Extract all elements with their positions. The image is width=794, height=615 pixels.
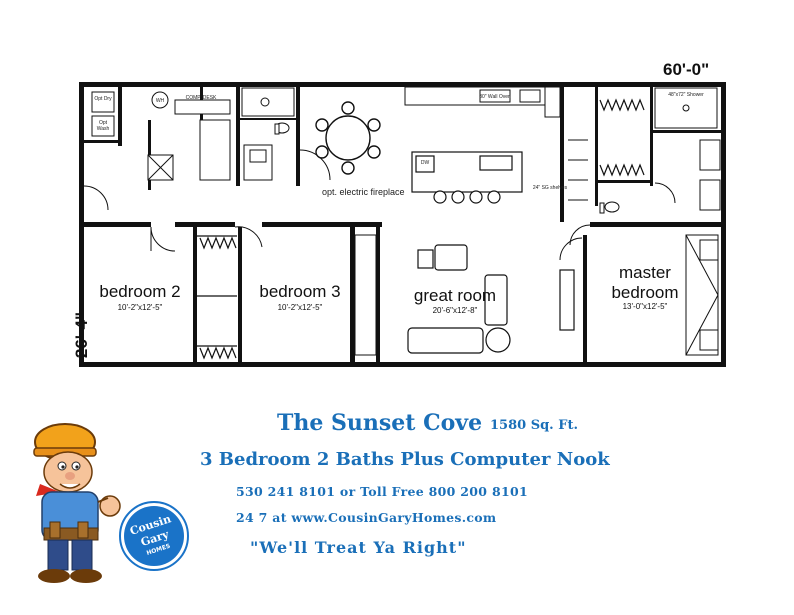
bedroom-3-name: bedroom 3 <box>259 282 341 301</box>
shelves-label: 24" SG shelves <box>532 185 568 191</box>
phone-numbers: 530 241 8101 or Toll Free 800 200 8101 <box>236 484 528 499</box>
home-subtitle: 3 Bedroom 2 Baths Plus Computer Nook <box>200 449 610 470</box>
slogan: "We'll Treat Ya Right" <box>250 538 467 557</box>
floor-plan <box>79 82 726 367</box>
opt-dry-label: Opt Dry <box>94 96 112 102</box>
bedroom-2-name: bedroom 2 <box>99 282 181 301</box>
kitchen-counter <box>404 86 561 118</box>
great-room-furniture <box>407 244 575 354</box>
pantry <box>354 139 588 356</box>
utility-fixtures <box>91 91 231 181</box>
bathroom-2 <box>241 87 295 181</box>
comp-desk-label: COMP. DESK <box>185 95 217 101</box>
kitchen-island <box>411 151 523 204</box>
bedroom-walls <box>193 227 587 362</box>
fireplace-label: opt. electric fireplace <box>322 187 405 197</box>
dw-label: DW <box>420 160 430 166</box>
width-dimension: 60'-0" <box>663 60 710 79</box>
closet-racks <box>197 98 645 360</box>
cousin-gary-homes-logo: Cousin Gary HOMES <box>119 501 189 571</box>
opt-wash-label: Opt Wash <box>96 120 110 132</box>
master-bedroom-name-2: bedroom <box>611 283 679 302</box>
master-bedroom-size: 13'-0"x12'-5" <box>622 302 668 311</box>
cousin-gary-mascot-icon <box>33 423 121 583</box>
home-title: The Sunset Cove <box>277 410 483 436</box>
master-bed <box>685 234 719 356</box>
great-room-name: great room <box>413 286 497 305</box>
square-footage: 1580 Sq. Ft. <box>490 418 578 433</box>
wall-oven-label: 30" Wall Oven <box>479 94 511 100</box>
website-line: 24 7 at www.CousinGaryHomes.com <box>236 510 497 525</box>
wh-label: WH <box>155 98 165 104</box>
shower-label: 48"x72" Shower <box>668 92 704 98</box>
bedroom-3-size: 10'-2"x12'-5" <box>277 303 323 312</box>
depth-dimension: 26'-4" <box>72 311 91 359</box>
door-swings <box>83 149 676 261</box>
corridor-walls <box>79 86 721 227</box>
master-bath <box>599 87 721 214</box>
master-bedroom-name-1: master <box>619 263 671 282</box>
bedroom-2-size: 10'-2"x12'-5" <box>117 303 163 312</box>
great-room-size: 20'-6"x12'-8" <box>432 306 478 315</box>
dining-table <box>315 101 381 175</box>
